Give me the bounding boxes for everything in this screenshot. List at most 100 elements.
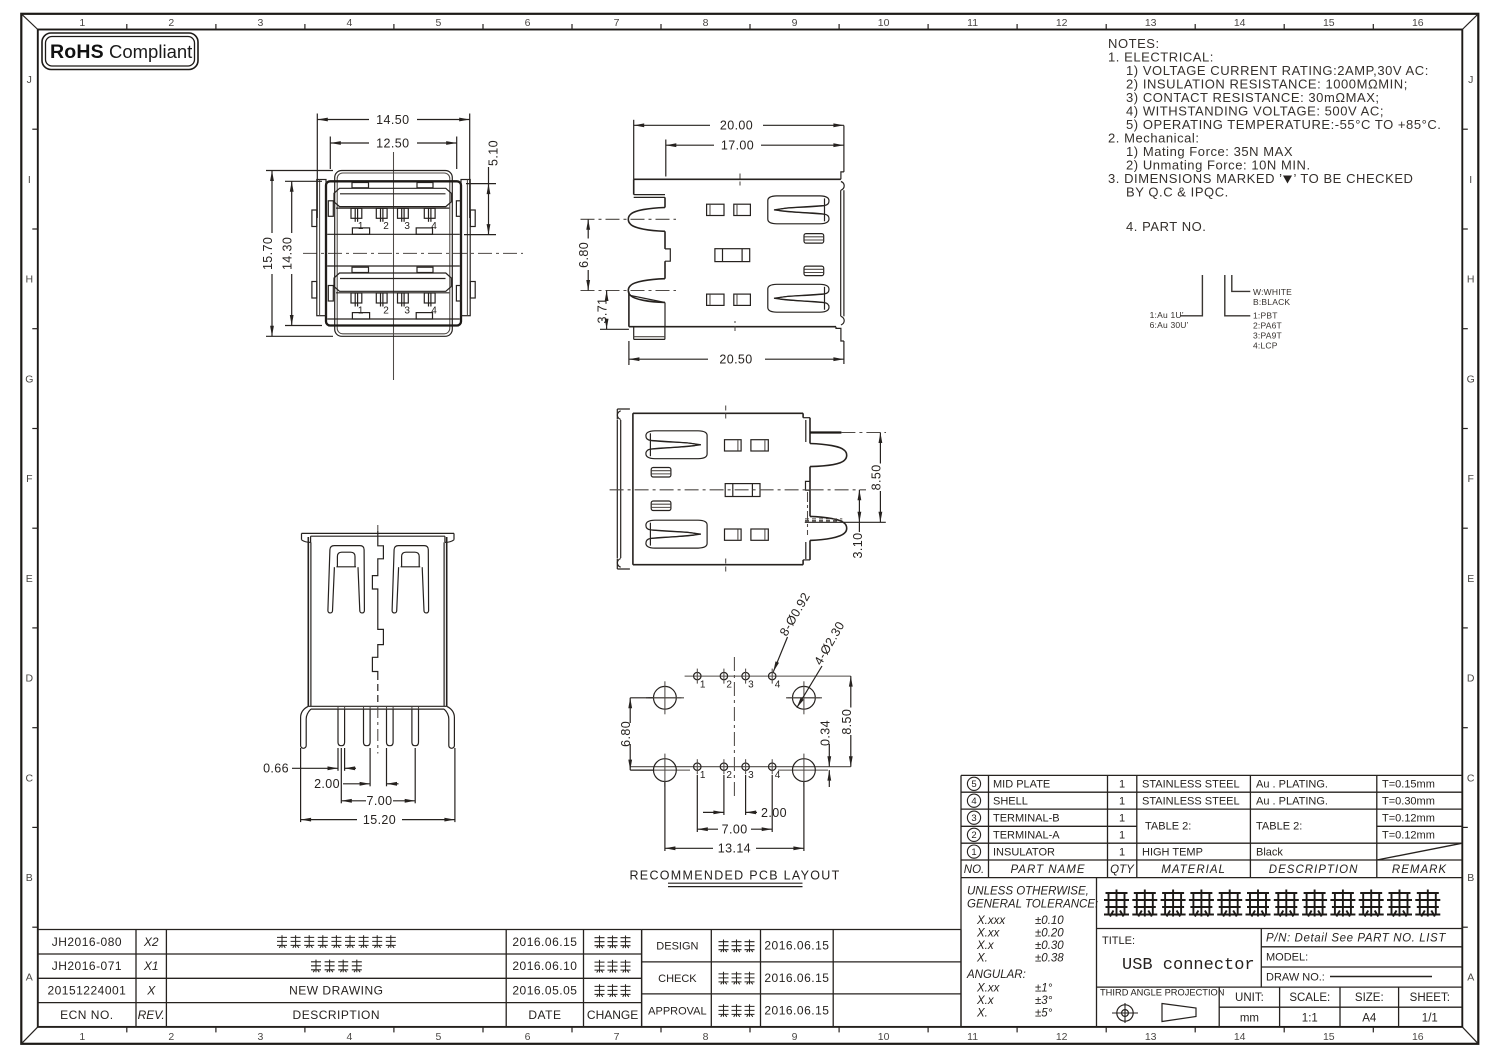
svg-text:1/1: 1/1 <box>1422 1013 1438 1025</box>
svg-text:4: 4 <box>346 17 352 29</box>
svg-text:1) Mating Force: 35N MAX: 1) Mating Force: 35N MAX <box>1126 144 1293 159</box>
svg-text:mm: mm <box>1240 1013 1259 1025</box>
svg-text:X.xxx: X.xxx <box>976 915 1006 927</box>
svg-text:UNLESS OTHERWISE,: UNLESS OTHERWISE, <box>967 886 1089 898</box>
svg-text:2016.05.05: 2016.05.05 <box>512 984 577 998</box>
svg-text:THIRD ANGLE PROJECTION: THIRD ANGLE PROJECTION <box>1100 988 1225 998</box>
svg-text:1: 1 <box>79 17 85 29</box>
svg-text:4: 4 <box>971 796 976 807</box>
svg-text:3.71: 3.71 <box>596 298 610 324</box>
svg-text:X.x: X.x <box>976 995 995 1007</box>
svg-text:13: 13 <box>1145 17 1157 29</box>
svg-text:8.50: 8.50 <box>840 709 854 735</box>
svg-text:11: 11 <box>967 1031 978 1043</box>
svg-text:7: 7 <box>614 1031 620 1043</box>
svg-text:20151224001: 20151224001 <box>47 984 126 998</box>
svg-text:0.34: 0.34 <box>818 720 832 746</box>
svg-text:1: 1 <box>700 680 706 691</box>
svg-text:SCALE:: SCALE: <box>1289 992 1330 1004</box>
svg-text:2016.06.15: 2016.06.15 <box>764 939 829 953</box>
svg-text:INSULATOR: INSULATOR <box>993 846 1055 858</box>
svg-text:TERMINAL-B: TERMINAL-B <box>993 813 1060 825</box>
svg-text:±5°: ±5° <box>1035 1008 1053 1020</box>
svg-text:TITLE:: TITLE: <box>1102 935 1135 947</box>
svg-text:12: 12 <box>1056 1031 1068 1043</box>
svg-text:I: I <box>1469 174 1472 186</box>
svg-text:X2: X2 <box>143 935 159 949</box>
svg-text:GENERAL TOLERANCE:: GENERAL TOLERANCE: <box>967 899 1098 911</box>
svg-text:1: 1 <box>1119 846 1125 858</box>
svg-text:16: 16 <box>1412 1031 1424 1043</box>
svg-text:DATE: DATE <box>528 1008 561 1022</box>
svg-text:7.00: 7.00 <box>367 794 393 808</box>
svg-text:2: 2 <box>726 680 732 691</box>
svg-text:3: 3 <box>748 680 754 691</box>
svg-text:X1: X1 <box>143 959 159 973</box>
svg-text:SHELL: SHELL <box>993 796 1028 808</box>
svg-text:STAINLESS STEEL: STAINLESS STEEL <box>1142 796 1240 808</box>
svg-text:3: 3 <box>404 221 410 232</box>
svg-text:HIGH TEMP: HIGH TEMP <box>1142 846 1203 858</box>
svg-text:6.80: 6.80 <box>619 721 633 747</box>
svg-text:Au . PLATING.: Au . PLATING. <box>1256 779 1328 791</box>
svg-text:4: 4 <box>431 221 437 232</box>
svg-text:2) INSULATION RESISTANCE: 1000: 2) INSULATION RESISTANCE: 1000MΩMIN; <box>1126 77 1408 92</box>
svg-text:2016.06.15: 2016.06.15 <box>764 1003 829 1017</box>
svg-text:12: 12 <box>1056 17 1068 29</box>
svg-text:13: 13 <box>1145 1031 1157 1043</box>
svg-text:T=0.30mm: T=0.30mm <box>1382 796 1435 808</box>
svg-text:JH2016-071: JH2016-071 <box>52 959 122 973</box>
svg-text:DESCRIPTION: DESCRIPTION <box>1269 864 1359 876</box>
svg-text:4:LCP: 4:LCP <box>1253 341 1278 351</box>
svg-text:2.00: 2.00 <box>761 806 787 820</box>
svg-text:1: 1 <box>1119 796 1125 808</box>
svg-text:4: 4 <box>775 680 781 691</box>
svg-text:8: 8 <box>703 17 709 29</box>
svg-text:3) CONTACT RESISTANCE: 30mΩMAX: 3) CONTACT RESISTANCE: 30mΩMAX; <box>1126 90 1380 105</box>
svg-text:17.00: 17.00 <box>721 139 754 153</box>
svg-text:USB connector: USB connector <box>1122 956 1255 975</box>
svg-text:PART NAME: PART NAME <box>1010 864 1085 876</box>
svg-text:T=0.15mm: T=0.15mm <box>1382 779 1435 791</box>
svg-text:6.80: 6.80 <box>577 242 591 268</box>
svg-text:Compliant: Compliant <box>109 41 192 62</box>
svg-text:3. DIMENSIONS MARKED ’: 3. DIMENSIONS MARKED ’ <box>1108 171 1283 186</box>
svg-text:14.50: 14.50 <box>376 113 409 127</box>
svg-text:20.00: 20.00 <box>720 119 753 133</box>
svg-text:8: 8 <box>703 1031 709 1043</box>
svg-text:H: H <box>1467 274 1475 286</box>
svg-text:14.30: 14.30 <box>281 237 295 270</box>
svg-text:ECN NO.: ECN NO. <box>60 1008 114 1022</box>
svg-text:10: 10 <box>878 17 890 29</box>
svg-text:3: 3 <box>404 306 410 317</box>
svg-text:J: J <box>27 74 32 86</box>
svg-text:9: 9 <box>792 17 798 29</box>
svg-text:C: C <box>26 772 34 784</box>
svg-text:2. Mechanical:: 2. Mechanical: <box>1108 131 1200 146</box>
svg-text:DESIGN: DESIGN <box>656 941 698 953</box>
svg-text:3: 3 <box>748 770 754 781</box>
svg-text:A: A <box>1467 972 1474 984</box>
svg-text:2: 2 <box>971 830 976 841</box>
svg-text:12.50: 12.50 <box>376 136 409 150</box>
svg-text:1) VOLTAGE CURRENT RATING:2AMP: 1) VOLTAGE CURRENT RATING:2AMP,30V AC: <box>1126 63 1429 78</box>
svg-text:2: 2 <box>383 306 389 317</box>
svg-text:B:BLACK: B:BLACK <box>1253 297 1290 307</box>
svg-text:1: 1 <box>700 770 706 781</box>
svg-text:2016.06.15: 2016.06.15 <box>512 935 577 949</box>
svg-text:X.: X. <box>976 1008 988 1020</box>
svg-text:5.10: 5.10 <box>487 140 501 166</box>
svg-text:1:1: 1:1 <box>1302 1013 1318 1025</box>
svg-text:4: 4 <box>775 770 781 781</box>
svg-text:1: 1 <box>1119 830 1125 842</box>
svg-text:2016.06.10: 2016.06.10 <box>512 959 577 973</box>
svg-text:±0.38: ±0.38 <box>1035 953 1064 965</box>
svg-text:±0.10: ±0.10 <box>1035 915 1064 927</box>
svg-text:1: 1 <box>1119 813 1125 825</box>
svg-text:B: B <box>26 872 33 884</box>
svg-text:I: I <box>28 174 31 186</box>
svg-text:13.14: 13.14 <box>718 842 751 856</box>
svg-text:DRAW NO.:: DRAW NO.: <box>1266 972 1325 984</box>
svg-text:0.66: 0.66 <box>263 762 289 776</box>
svg-text:1. ELECTRICAL:: 1. ELECTRICAL: <box>1108 50 1214 65</box>
